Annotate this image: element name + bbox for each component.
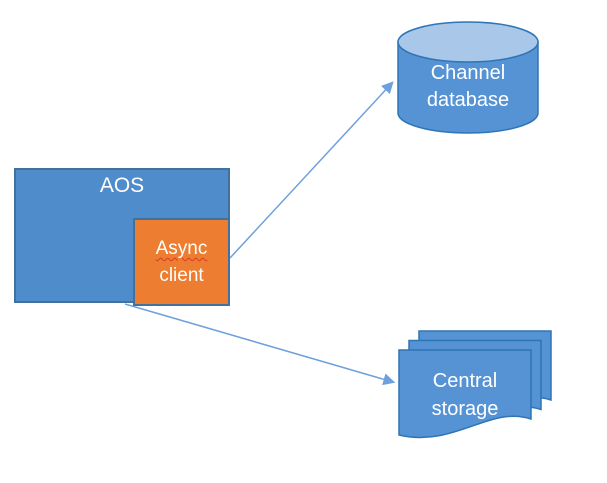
async-client-label-line2: client [159, 265, 204, 286]
async-word-misspelled: Async [155, 238, 208, 259]
channel-database-shape [397, 21, 539, 134]
central-storage-shape [398, 330, 552, 439]
async-client-node: Async client [133, 218, 230, 306]
connector-aos-to-central-storage [124, 303, 396, 386]
async-client-label-line1: Async [156, 235, 208, 262]
cylinder-top [397, 21, 539, 63]
document-sheet-front [398, 349, 532, 439]
aos-label: AOS [99, 174, 145, 197]
cylinder-body [397, 41, 539, 134]
connector-async-client-to-channel-database [229, 81, 394, 259]
